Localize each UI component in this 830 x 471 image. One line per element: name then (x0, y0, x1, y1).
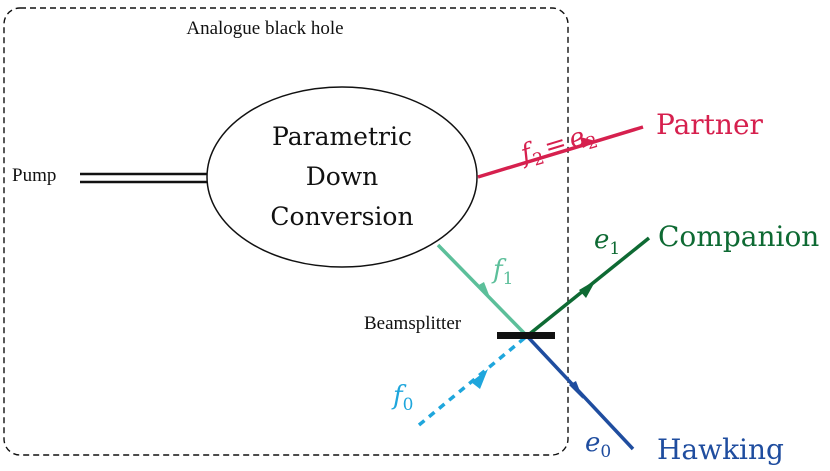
black-hole-boundary (3, 7, 569, 456)
pdc-ellipse (206, 86, 478, 268)
f0-mode-label: f0 (391, 381, 413, 415)
beamsplitter-label: Beamsplitter (364, 313, 462, 334)
companion-mode-label: e1 (594, 225, 620, 259)
partner-mode-label: f2=e2 (515, 119, 600, 174)
black-hole-label: Analogue black hole (186, 18, 343, 39)
f1-mode-label: f1 (491, 255, 513, 289)
pdc-label-line1: Parametric (272, 122, 412, 151)
companion-arrowhead (579, 280, 596, 298)
beamsplitter (497, 332, 555, 339)
pdc-label-line2: Down (306, 162, 379, 191)
pdc-label-line3: Conversion (270, 202, 413, 231)
partner-arrowhead (580, 137, 596, 148)
companion-label: Companion (658, 220, 819, 253)
f1-arrowhead (477, 282, 491, 300)
hawking-arrowhead (569, 381, 583, 399)
partner-label: Partner (656, 108, 764, 141)
pump-label: Pump (12, 165, 56, 186)
hawking-label: Hawking (657, 433, 784, 466)
f0-arrowhead (471, 369, 488, 389)
hawking-mode-label: e0 (585, 428, 611, 462)
partner-beam (477, 125, 644, 179)
